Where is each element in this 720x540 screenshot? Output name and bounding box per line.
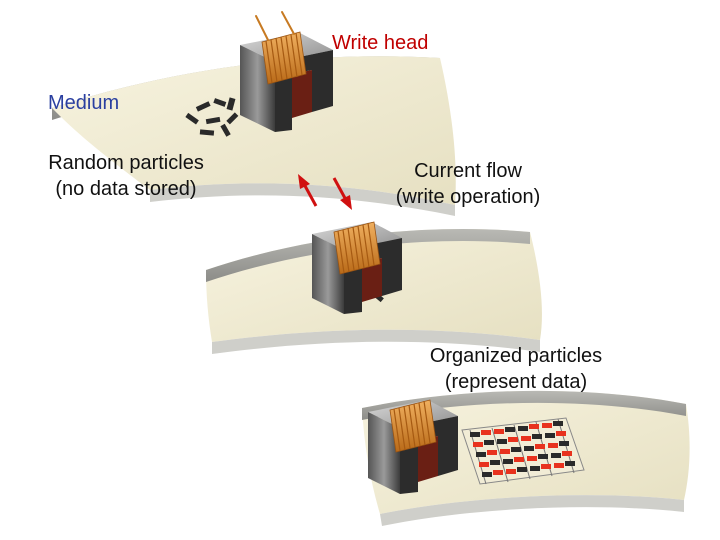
organized-particles-line1: Organized particles — [429, 345, 603, 367]
write-head-top — [240, 11, 333, 132]
write-head-label: Write head — [332, 32, 429, 54]
current-flow-label: Current flow (write operation) — [362, 158, 574, 210]
current-flow-arrows — [298, 174, 352, 210]
random-particles — [185, 97, 239, 137]
medium-label: Medium — [48, 92, 120, 114]
write-head-bottom — [368, 399, 458, 494]
write-head-middle — [312, 221, 402, 314]
organized-particles-line2: (represent data) — [444, 371, 588, 393]
random-particles-line1: Random particles — [48, 152, 204, 174]
organized-particles-label: Organized particles (represent data) — [398, 343, 634, 395]
random-particles-line2: (no data stored) — [55, 178, 197, 200]
current-flow-line2: (write operation) — [395, 186, 541, 208]
current-flow-line1: Current flow — [414, 160, 522, 182]
random-particles-label: Random particles (no data stored) — [18, 150, 234, 202]
organized-particles — [461, 417, 585, 485]
